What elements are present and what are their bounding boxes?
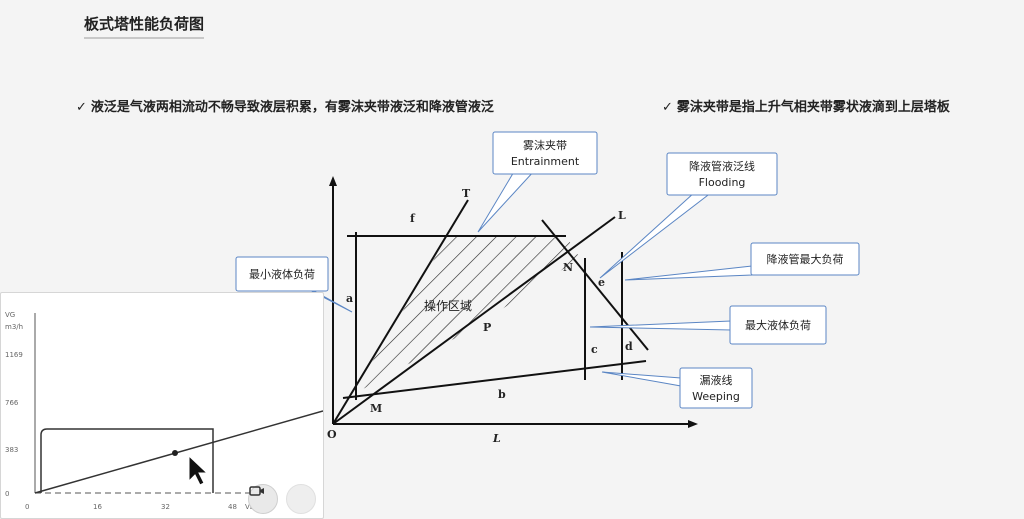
callout-weeping-cn: 漏液线 bbox=[700, 373, 733, 387]
inset-y-tick: 766 bbox=[5, 399, 19, 407]
callout-downcomer-max-text: 降液管最大负荷 bbox=[767, 252, 844, 266]
callout-max-liquid-pointer bbox=[589, 320, 732, 331]
operating-region bbox=[352, 236, 580, 395]
line-e bbox=[541, 219, 649, 351]
inset-y-tick: 0 bbox=[5, 490, 9, 498]
callout-entrainment-en: Entrainment bbox=[511, 155, 580, 168]
inset-x-tick: 48 bbox=[228, 503, 237, 511]
page-title: 板式塔性能负荷图 bbox=[84, 13, 205, 39]
video-camera-icon bbox=[249, 486, 264, 496]
callout-downcomer-max bbox=[750, 242, 860, 276]
callout-flooding-pointer bbox=[599, 191, 714, 279]
inset-region-box bbox=[40, 428, 214, 493]
callout-weeping-pointer bbox=[601, 371, 682, 387]
callout-max-liquid bbox=[729, 305, 827, 345]
label-b: b bbox=[498, 388, 506, 401]
camera-button[interactable] bbox=[248, 484, 278, 514]
label-d: d bbox=[625, 340, 633, 353]
label-c: c bbox=[591, 343, 598, 356]
check-icon: ✓ bbox=[662, 100, 673, 115]
inset-x-tick: 16 bbox=[93, 503, 102, 511]
inset-y-tick: 383 bbox=[5, 446, 18, 454]
callout-entrainment bbox=[492, 131, 598, 175]
inset-point bbox=[172, 450, 178, 456]
callout-max-liquid-text: 最大液体负荷 bbox=[745, 318, 811, 332]
label-M: M bbox=[370, 402, 382, 415]
video-overlay[interactable]: VG m3/h 1169 766 383 0 0 16 32 48 VL bbox=[0, 292, 324, 519]
overlay-control-button[interactable] bbox=[286, 484, 316, 514]
label-origin: O bbox=[327, 428, 337, 441]
label-x-axis: L bbox=[492, 432, 501, 445]
bullet-right: ✓雾沫夹带是指上升气相夹带雾状液滴到上层塔板 bbox=[662, 96, 950, 115]
callout-weeping bbox=[679, 367, 753, 409]
callout-min-liquid bbox=[235, 256, 329, 292]
line-b bbox=[342, 360, 647, 399]
bullet-left: ✓液泛是气液两相流动不畅导致液层积累，有雾沫夹带液泛和降液管液泛 bbox=[76, 96, 494, 115]
bullet-left-text: 液泛是气液两相流动不畅导致液层积累，有雾沫夹带液泛和降液管液泛 bbox=[90, 100, 494, 115]
inset-y-tick: m3/h bbox=[5, 323, 23, 331]
callout-flooding-cn: 降液管液泛线 bbox=[689, 159, 755, 173]
bullet-right-text: 雾沫夹带是指上升气相夹带雾状液滴到上层塔板 bbox=[676, 100, 950, 115]
callout-flooding bbox=[666, 152, 778, 196]
inset-y-tick: 1169 bbox=[5, 351, 23, 359]
inset-y-tick: VG bbox=[5, 311, 15, 319]
callout-downcomer-max-pointer bbox=[624, 265, 753, 281]
callout-entrainment-cn: 雾沫夹带 bbox=[523, 139, 567, 152]
label-L: L bbox=[618, 209, 626, 222]
callout-flooding-en: Flooding bbox=[699, 176, 746, 189]
inset-x-tick: 32 bbox=[161, 503, 170, 511]
y-axis-arrow bbox=[329, 176, 337, 186]
inset-operating-line bbox=[34, 410, 323, 494]
label-P: P bbox=[483, 321, 491, 334]
check-icon: ✓ bbox=[76, 100, 87, 115]
cursor-icon bbox=[188, 454, 209, 486]
callout-min-liquid-text: 最小液体负荷 bbox=[249, 267, 315, 281]
label-f: f bbox=[410, 212, 416, 225]
callout-weeping-en: Weeping bbox=[692, 390, 740, 403]
inset-x-tick: 0 bbox=[25, 503, 29, 511]
label-T: T bbox=[462, 187, 471, 200]
inset-chart: VG m3/h 1169 766 383 0 0 16 32 48 VL bbox=[5, 311, 323, 511]
label-N: N bbox=[563, 261, 573, 274]
label-operating-region: 操作区域 bbox=[424, 298, 472, 313]
callout-entrainment-pointer bbox=[477, 169, 537, 233]
x-axis-arrow bbox=[688, 420, 698, 428]
label-e: e bbox=[598, 276, 605, 289]
label-a: a bbox=[346, 292, 353, 305]
